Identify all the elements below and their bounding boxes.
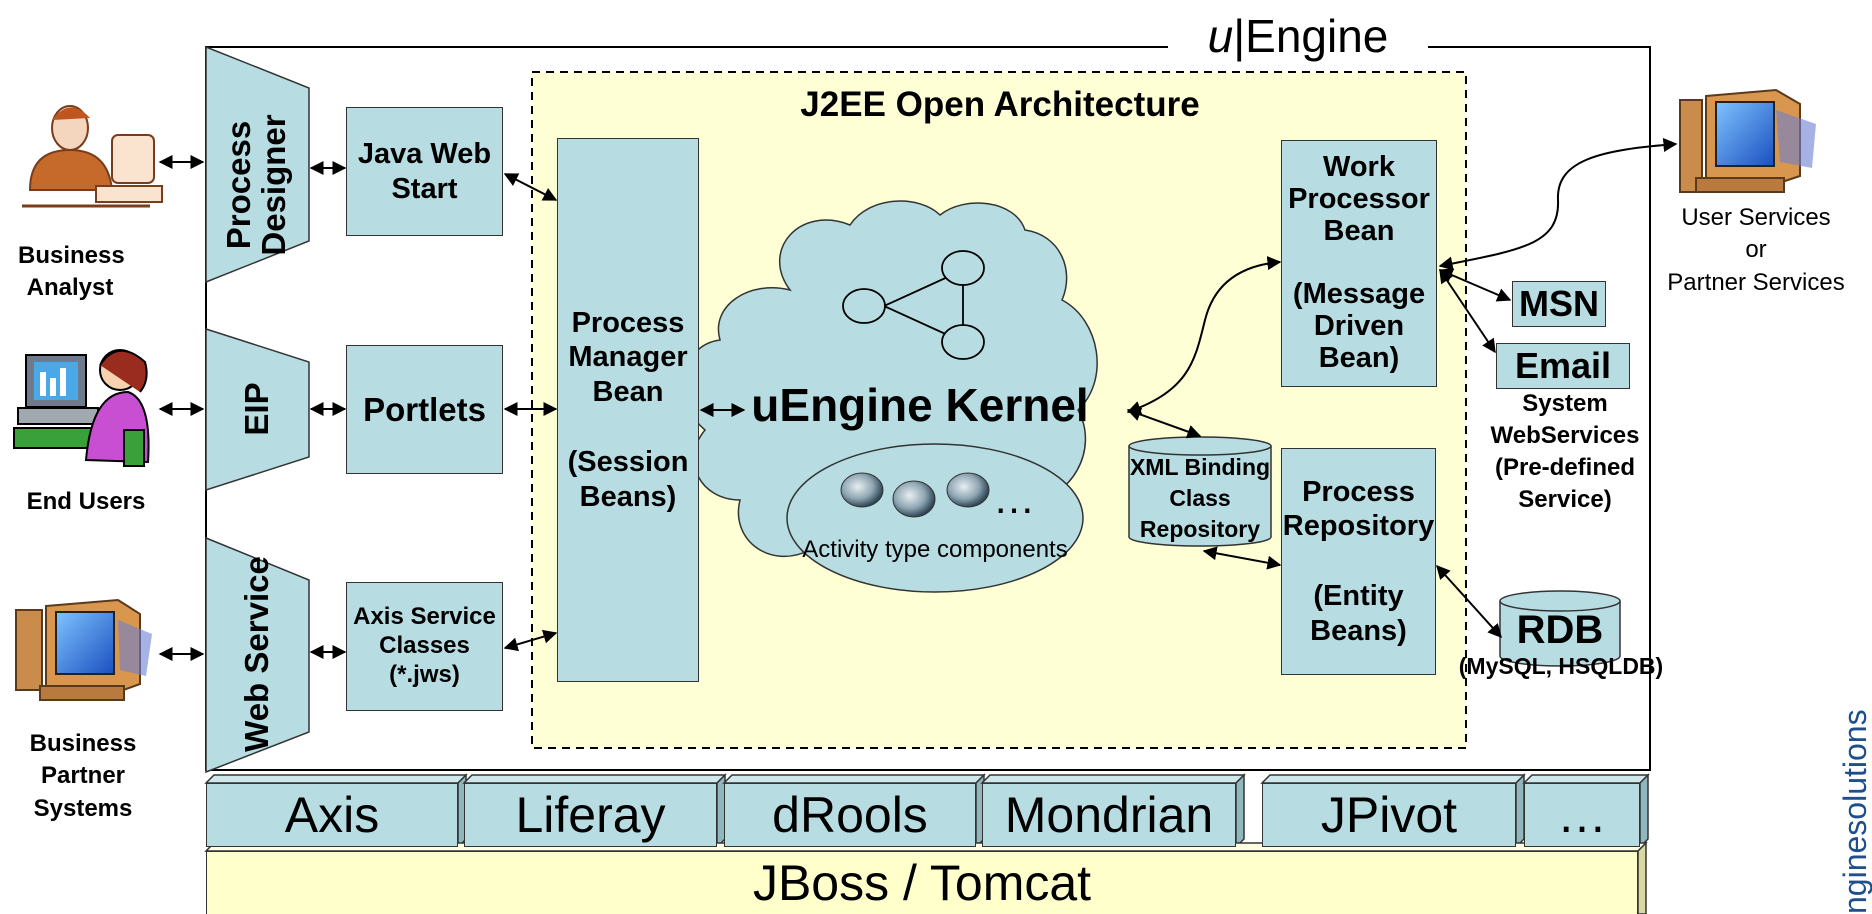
work-processor-bean-box: Work Processor Bean (Message Driven Bean…	[1281, 140, 1437, 387]
library-more: …	[1524, 783, 1640, 847]
rdb-cylinder	[1499, 590, 1621, 667]
process-manager-bean-box: Process Manager Bean (Session Beans)	[557, 138, 699, 682]
activity-type-label: Activity type components	[802, 536, 1068, 563]
title-prefix: u	[1207, 10, 1234, 62]
library-axis: Axis	[206, 783, 458, 847]
title-suffix: |Engine	[1233, 10, 1389, 62]
business-partner-label: Business Partner Systems	[29, 730, 137, 822]
msn-box: MSN	[1512, 281, 1606, 327]
eip-shape	[205, 327, 310, 492]
rdb-title: RDB	[1516, 608, 1604, 652]
server-bar: JBoss / Tomcat	[206, 851, 1638, 914]
kernel-graph-icon	[842, 250, 985, 360]
user-services-label: User Services or Partner Services	[1667, 204, 1845, 296]
xml-cylinder	[1128, 436, 1272, 547]
kernel-title: uEngine Kernel	[751, 379, 1089, 431]
j2ee-title: J2EE Open Architecture	[800, 85, 1200, 124]
watermark-text: nginesolutions	[1837, 709, 1872, 914]
rdb-sub: (MySQL, HSQLDB)	[1458, 653, 1664, 679]
java-web-start-box: Java Web Start	[346, 107, 503, 236]
uengine-title: u|Engine	[1168, 6, 1428, 66]
user-services-computer-clipart	[1679, 88, 1816, 193]
library-drools: dRools	[724, 783, 976, 847]
kernel-ellipsis: …	[993, 475, 1035, 522]
email-box: Email	[1496, 343, 1630, 389]
uengine-solutions-watermark: nginesolutions	[1837, 614, 1872, 914]
eip-label: EIP	[238, 382, 275, 436]
library-boxes	[204, 773, 1650, 849]
process-repository-box: Process Repository (Entity Beans)	[1281, 448, 1436, 675]
activity-component-balls	[840, 472, 990, 518]
partner-computer-clipart	[15, 598, 152, 701]
business-analyst-clipart	[22, 105, 163, 208]
end-user-clipart	[13, 349, 150, 467]
business-analyst-label: Business Analyst	[18, 242, 125, 302]
system-webservices-label: System WebServices (Pre-defined Service)	[1490, 390, 1640, 513]
kernel-cloud	[682, 200, 1098, 593]
xml-binding-label: XML Binding Class Repository	[1129, 454, 1271, 543]
library-jpivot: JPivot	[1262, 783, 1516, 847]
axis-service-box: Axis Service Classes (*.jws)	[346, 582, 503, 711]
portlets-box: Portlets	[346, 345, 503, 474]
web-service-label: Web Service	[238, 556, 275, 752]
library-mondrian: Mondrian	[982, 783, 1236, 847]
library-liferay: Liferay	[464, 783, 717, 847]
process-designer-label: Process Designer	[220, 114, 292, 256]
connectors	[158, 138, 1678, 661]
uengine-frame	[205, 46, 1651, 771]
process-designer-shape	[205, 45, 310, 284]
end-users-label: End Users	[26, 488, 146, 515]
web-service-shape	[205, 536, 310, 774]
